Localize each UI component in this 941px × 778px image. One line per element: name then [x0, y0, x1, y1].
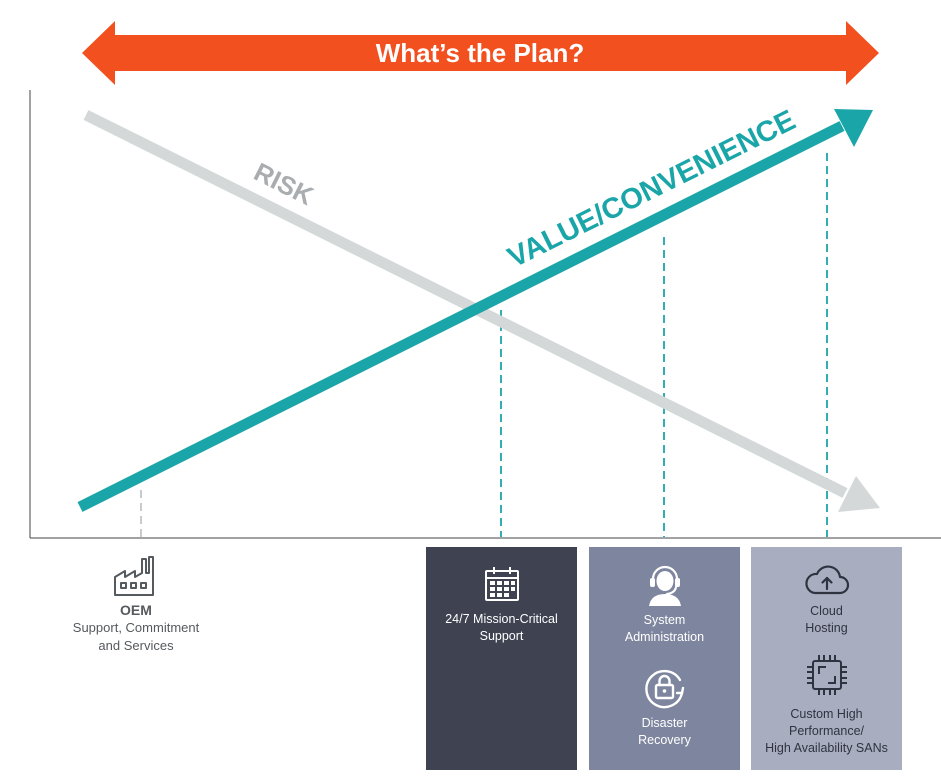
oem-title: OEM	[120, 602, 152, 618]
factory-icon	[114, 556, 154, 596]
san-label-line2: Performance/	[788, 724, 865, 738]
calendar-icon	[484, 567, 519, 601]
lock-refresh-icon	[644, 669, 684, 709]
recovery-label-line2: Recovery	[638, 733, 691, 747]
san-label-line1: Custom High	[790, 707, 863, 721]
banner-arrow	[82, 21, 879, 85]
cloud-label-line1: Cloud	[810, 604, 843, 618]
banner-title: What’s the Plan?	[376, 38, 585, 68]
oem-subtitle-line2: and Services	[98, 638, 174, 653]
support-panel: 24/7 Mission-Critical Support	[426, 547, 577, 770]
cloud-panel: Cloud Hosting Custom High Performance/ H…	[751, 547, 902, 770]
admin-panel: System Administration Disaster Recovery	[589, 547, 740, 770]
support-label-line1: 24/7 Mission-Critical	[445, 612, 558, 626]
risk-line	[83, 110, 848, 498]
support-label-line2: Support	[479, 629, 524, 643]
san-label-line3: High Availability SANs	[765, 741, 888, 755]
value-line	[77, 121, 845, 512]
system-label-line2: Administration	[624, 630, 705, 644]
cloud-label-line2: Hosting	[805, 621, 848, 635]
risk-arrowhead	[838, 476, 880, 512]
headset-user-icon	[648, 565, 681, 606]
value-arrowhead	[834, 109, 873, 147]
chip-icon	[806, 655, 847, 695]
oem-block: OEM Support, Commitment and Services	[60, 553, 212, 655]
plan-diagram: What’s the Plan? RISK VALUE/CONVENIENCE	[29, 21, 941, 539]
oem-subtitle-line1: Support, Commitment	[72, 620, 200, 635]
cloud-upload-icon	[804, 565, 849, 595]
system-label-line1: System	[643, 613, 686, 627]
recovery-label-line1: Disaster	[641, 716, 688, 730]
value-label: VALUE/CONVENIENCE	[503, 104, 801, 274]
